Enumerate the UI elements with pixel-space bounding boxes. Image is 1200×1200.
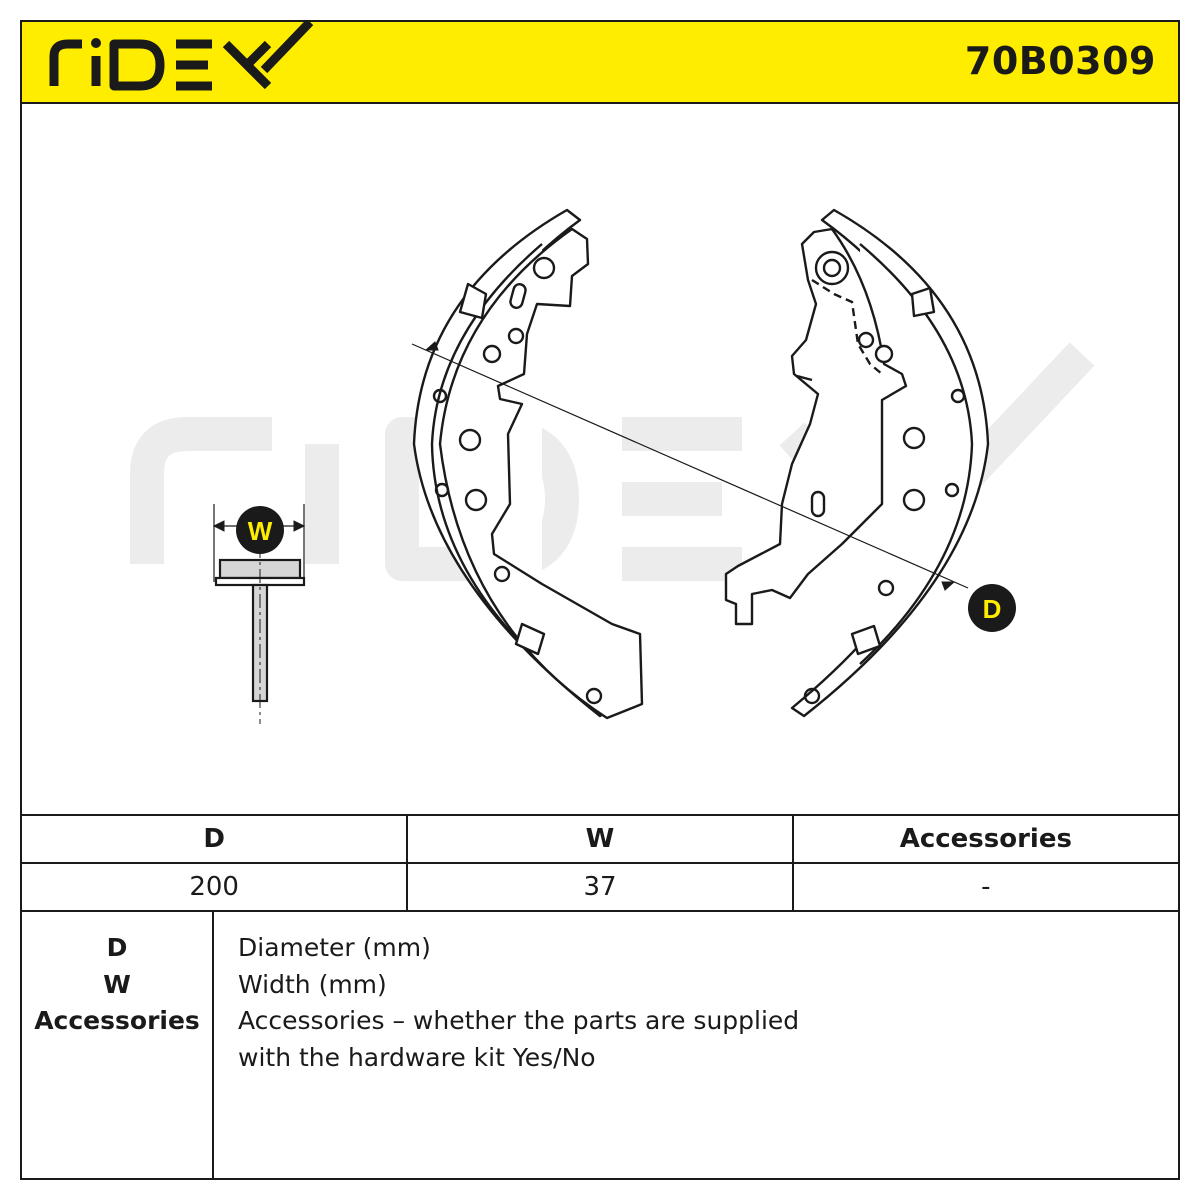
legend-line-accessories-cont: with the hardware kit Yes/No bbox=[238, 1042, 596, 1072]
brake-shoe-drawing: W bbox=[130, 208, 1095, 724]
left-brake-shoe bbox=[412, 208, 644, 720]
legend-line-width: Width (mm) bbox=[238, 969, 387, 999]
spec-header-accessories: Accessories bbox=[791, 814, 1178, 863]
right-brake-shoe bbox=[724, 208, 990, 718]
spec-value-row: 200 37 - bbox=[22, 862, 1178, 910]
spec-header-w: W bbox=[406, 814, 793, 863]
diameter-dimension bbox=[411, 341, 969, 591]
spec-header-row: D W Accessories bbox=[22, 814, 1178, 863]
d-label-badge: D bbox=[968, 584, 1016, 632]
ridex-logo bbox=[49, 22, 314, 91]
width-dimension bbox=[212, 504, 306, 724]
legend: D W Accessories Diameter (mm) Width (mm)… bbox=[22, 910, 1178, 1180]
spec-value-accessories: - bbox=[791, 862, 1178, 910]
legend-descriptions: Diameter (mm) Width (mm) Accessories – w… bbox=[238, 930, 938, 1076]
spec-value-d: 200 bbox=[22, 862, 408, 910]
spec-table: D W Accessories 200 37 - bbox=[22, 814, 1178, 910]
w-label-badge: W bbox=[236, 506, 284, 554]
legend-key-accessories: Accessories bbox=[34, 1006, 200, 1035]
product-frame: 70B0309 W bbox=[20, 20, 1180, 1180]
svg-text:D: D bbox=[983, 594, 1002, 624]
legend-keys: D W Accessories bbox=[22, 912, 214, 1180]
header-bar: 70B0309 bbox=[22, 22, 1178, 104]
part-number: 70B0309 bbox=[964, 39, 1156, 83]
svg-text:W: W bbox=[248, 516, 273, 546]
legend-line-diameter: Diameter (mm) bbox=[238, 933, 431, 962]
legend-line-accessories: Accessories – whether the parts are supp… bbox=[238, 1006, 800, 1035]
spec-header-d: D bbox=[22, 814, 408, 863]
spec-value-w: 37 bbox=[406, 862, 793, 910]
legend-key-w: W bbox=[103, 969, 131, 999]
legend-key-d: D bbox=[106, 933, 128, 962]
